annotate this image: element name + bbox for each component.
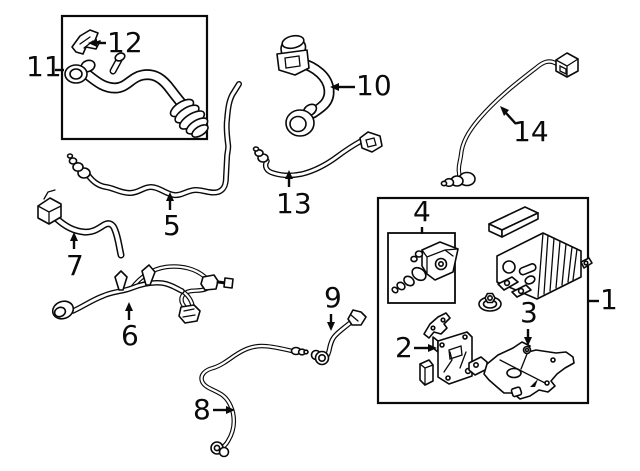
callout-arrow-13 bbox=[285, 170, 293, 187]
callout-arrow-6 bbox=[125, 302, 133, 320]
callout-arrow-14 bbox=[500, 106, 517, 125]
callout-arrow-2 bbox=[414, 344, 437, 352]
callout-arrow-12 bbox=[88, 39, 106, 47]
callout-label-13[interactable]: 13 bbox=[276, 187, 312, 220]
callout-arrow-7 bbox=[70, 232, 78, 249]
group-box-1 bbox=[376, 196, 590, 405]
callout-arrow-8 bbox=[213, 406, 235, 414]
callout-arrow-9 bbox=[327, 314, 335, 331]
callout-arrow-3 bbox=[524, 329, 532, 346]
inset-box-11-12 bbox=[60, 14, 209, 141]
callout-label-2[interactable]: 2 bbox=[395, 331, 413, 364]
part-10-breather-hose bbox=[276, 34, 329, 137]
callout-label-6[interactable]: 6 bbox=[121, 319, 139, 352]
part-9-connector-elbow-tube bbox=[310, 309, 367, 366]
callout-label-8[interactable]: 8 bbox=[193, 393, 211, 426]
callout-label-14[interactable]: 14 bbox=[513, 115, 549, 148]
part-8-curved-vapor-tube bbox=[202, 346, 309, 458]
callout-label-12[interactable]: 12 bbox=[107, 26, 143, 59]
callout-arrow-10 bbox=[330, 83, 355, 91]
callout-label-11[interactable]: 11 bbox=[26, 50, 62, 83]
callout-label-3[interactable]: 3 bbox=[520, 296, 538, 329]
part-14-sensor-wire bbox=[440, 52, 579, 188]
callout-label-7[interactable]: 7 bbox=[66, 249, 84, 282]
part-3-canister-bracket-plate bbox=[468, 341, 575, 400]
part-grommet-nut bbox=[478, 292, 502, 312]
part-5-long-vapor-tube bbox=[66, 84, 239, 195]
part-canister-assembly bbox=[488, 206, 593, 300]
callout-label-1[interactable]: 1 bbox=[600, 283, 618, 316]
part-4-purge-valve-with-sensor bbox=[387, 232, 459, 304]
part-11-hose-assembly bbox=[64, 52, 209, 138]
callout-label-10[interactable]: 10 bbox=[356, 69, 392, 102]
part-6-wiring-harness bbox=[51, 264, 234, 324]
callout-label-4[interactable]: 4 bbox=[413, 195, 431, 228]
part-13-vapor-tube bbox=[252, 131, 383, 175]
callout-label-5[interactable]: 5 bbox=[163, 209, 181, 242]
callout-label-9[interactable]: 9 bbox=[324, 281, 342, 314]
part-7-short-vent-hose bbox=[37, 189, 121, 255]
callout-arrow-5 bbox=[166, 192, 174, 210]
